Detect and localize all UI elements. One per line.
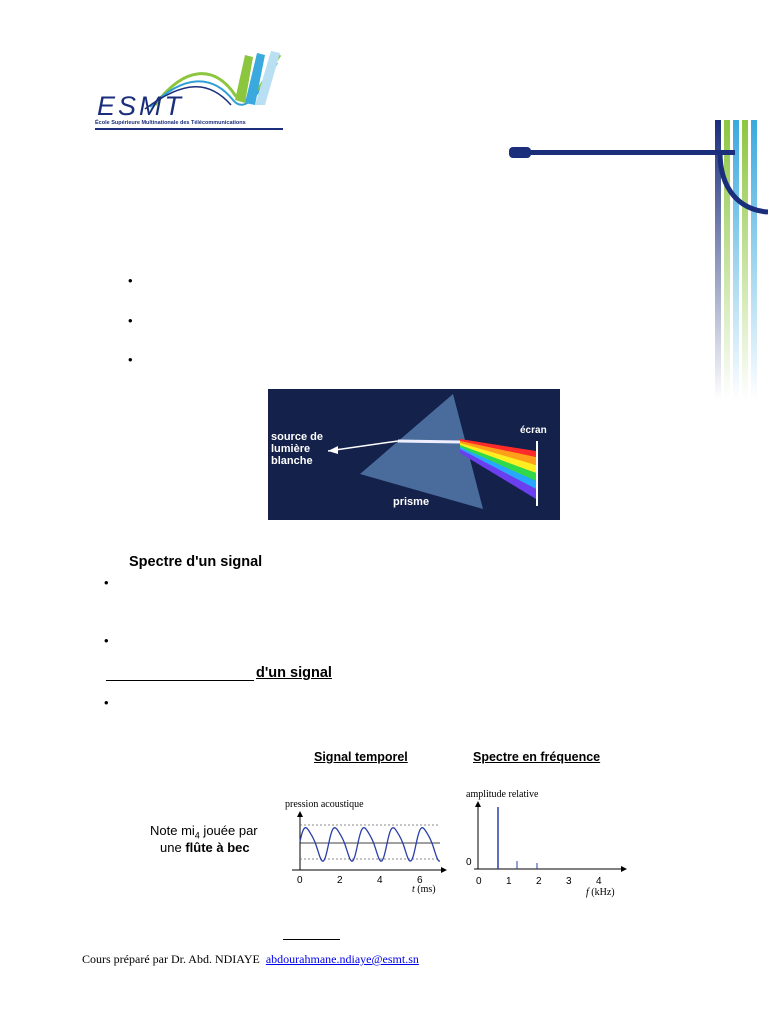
screen-label: écran xyxy=(520,425,547,436)
bullet-4: • xyxy=(104,575,109,590)
freq-tick-2: 2 xyxy=(536,876,542,887)
logo-underline xyxy=(95,128,283,130)
frequency-spectrum-plot: amplitude relative 0 0 1 2 3 4 f (kHz) xyxy=(466,789,627,898)
logo-subtitle: École Supérieure Multinationale des Télé… xyxy=(95,120,246,126)
freq-tick-1: 1 xyxy=(506,876,512,887)
freq-ylabel: amplitude relative xyxy=(466,789,539,800)
time-tick-6: 6 xyxy=(417,875,423,886)
footnote-rule xyxy=(283,939,340,940)
heading-underline-blank xyxy=(106,680,254,681)
freq-tick-4: 4 xyxy=(596,876,602,887)
logo-swoosh-icon xyxy=(144,51,282,110)
heading-signal-suffix: d'un signal xyxy=(256,665,332,681)
bullet-1: • xyxy=(128,273,133,288)
source-label-1: source de xyxy=(271,431,323,443)
bullet-3: • xyxy=(128,352,133,367)
esmt-logo: ESMT École Supérieure Multinationale des… xyxy=(95,45,290,135)
signal-spectrum-figure: Note mi4 jouée par une flûte à bec Signa… xyxy=(140,745,640,905)
logo-text: ESMT xyxy=(97,91,185,121)
bullet-6: • xyxy=(104,695,109,710)
time-signal-plot: pression acoustique 0 2 4 6 t (ms) xyxy=(285,799,447,895)
spectrum-red xyxy=(460,439,536,457)
footer: Cours préparé par Dr. Abd. NDIAYE abdour… xyxy=(82,952,419,967)
time-panel-title: Signal temporel xyxy=(314,750,408,764)
heading-spectre-signal: Spectre d'un signal xyxy=(129,554,263,570)
note-line-1: Note mi4 jouée par xyxy=(150,823,258,841)
time-xlabel: t (ms) xyxy=(412,884,436,895)
bullet-5: • xyxy=(104,633,109,648)
prism-dispersion-figure: source de lumière blanche écran prisme xyxy=(268,389,560,520)
time-tick-2: 2 xyxy=(337,875,343,886)
freq-y-origin: 0 xyxy=(466,857,472,868)
freq-panel-title: Spectre en fréquence xyxy=(473,750,601,764)
decorative-cable-graphic xyxy=(509,120,768,400)
source-label-3: blanche xyxy=(271,455,313,467)
time-tick-0: 0 xyxy=(297,875,303,886)
freq-xlabel: f (kHz) xyxy=(586,887,615,898)
note-line-2: une flûte à bec xyxy=(160,840,250,855)
footer-author: Cours préparé par Dr. Abd. NDIAYE xyxy=(82,952,260,966)
prism-label: prisme xyxy=(393,496,429,508)
prism-shape xyxy=(360,394,483,509)
freq-tick-0: 0 xyxy=(476,876,482,887)
freq-tick-3: 3 xyxy=(566,876,572,887)
bullet-2: • xyxy=(128,313,133,328)
time-tick-4: 4 xyxy=(377,875,383,886)
time-waveform xyxy=(299,827,441,862)
time-ylabel: pression acoustique xyxy=(285,799,364,810)
footer-email-link[interactable]: abdourahmane.ndiaye@esmt.sn xyxy=(265,952,419,966)
source-label-2: lumière xyxy=(271,443,310,455)
